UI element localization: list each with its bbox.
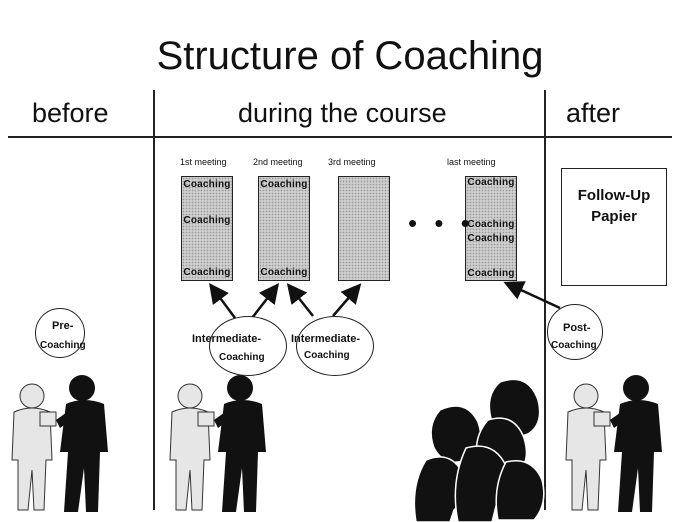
meeting-label-2: 2nd meeting [253,157,303,167]
intermediate-coaching-2-line2: Coaching [304,350,350,361]
column-header-before: before [32,98,109,128]
intermediate-coaching-circle-1 [209,316,287,376]
intermediate-coaching-1-line2: Coaching [219,352,265,363]
column-header-during: during the course [238,98,447,128]
pre-coaching-line2: Coaching [40,340,86,351]
post-coaching-line2: Coaching [551,340,597,351]
follow-up-line1: Follow-Up [577,187,651,204]
column-header-after: after [566,98,621,128]
card-1-coaching-top: Coaching [183,179,231,190]
card-last-coaching-middle-2: Coaching [467,233,515,244]
column-divider-left [153,90,155,510]
follow-up-paper: Follow-Up Papier [561,168,667,286]
intermediate-coaching-1-line1: Intermediate- [192,333,262,345]
pre-coaching-line1: Pre- [52,320,74,332]
coach-and-trainee-figures-icon [11,375,108,512]
card-2-coaching-bottom: Coaching [260,267,308,278]
card-last-coaching-middle-1: Coaching [467,219,515,230]
meeting-label-1: 1st meeting [180,157,227,167]
meeting-label-3: 3rd meeting [328,157,376,167]
card-1-coaching-middle: Coaching [183,215,231,226]
meeting-label-last: last meeting [447,157,496,167]
arrow-icon [209,281,561,319]
page-title: Structure of Coaching [156,34,544,78]
post-coaching-circle [547,304,603,360]
crowd-of-heads-icon [413,378,545,522]
follow-up-line2: Papier [591,208,637,225]
meeting-card-2: Coaching Coaching [258,176,310,281]
card-2-coaching-top: Coaching [260,179,308,190]
card-last-coaching-top: Coaching [467,177,515,188]
meeting-card-1: Coaching Coaching Coaching [181,176,233,281]
header-divider [8,136,672,138]
post-coaching-line1: Post- [563,322,591,334]
meeting-card-last: Coaching Coaching Coaching Coaching [465,176,517,281]
meeting-card-3 [338,176,390,281]
pre-coaching-circle [35,308,85,358]
intermediate-coaching-2-line1: Intermediate- [291,333,361,345]
intermediate-coaching-circle-2 [296,316,374,376]
card-last-coaching-bottom: Coaching [467,268,515,279]
ellipsis-dots: • • • [408,208,475,238]
card-1-coaching-bottom: Coaching [183,267,231,278]
